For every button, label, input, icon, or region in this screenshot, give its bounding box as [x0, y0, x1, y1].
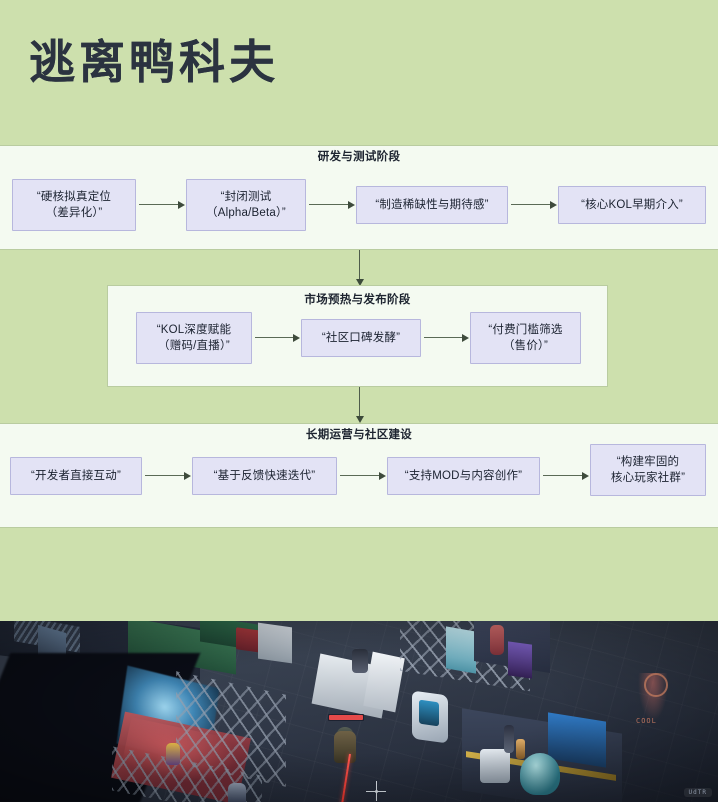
game-screenshot: COOL UdTR: [0, 621, 718, 802]
white-lab-equipment: [480, 749, 510, 783]
node-hardcore-positioning[interactable]: “硬核拟真定位 （差异化）”: [12, 179, 136, 231]
health-bar-fill: [329, 715, 363, 720]
section-2-container: 市场预热与发布阶段 “KOL深度赋能 （赠码/直播）” “社区口碑发酵” “付费…: [107, 285, 608, 387]
npc-character-left: [166, 743, 180, 765]
title-area: 逃离鸭科夫: [0, 0, 718, 145]
node-paywall-filter[interactable]: “付费门槛筛选 （售价）”: [470, 312, 581, 364]
node-community-word-of-mouth[interactable]: “社区口碑发酵”: [301, 319, 421, 357]
crosshair-center-dot: [375, 790, 378, 793]
watermark-badge: UdTR: [683, 788, 712, 797]
node-mod-support[interactable]: “支持MOD与内容创作”: [387, 457, 540, 495]
red-cylinder: [490, 625, 504, 655]
center-dark-object: [352, 649, 368, 673]
dark-cylinder: [504, 725, 514, 753]
section-3-label: 长期运营与社区建设: [305, 429, 413, 441]
arrow-section2-to-section3: [355, 387, 364, 423]
node-scarcity-anticipation[interactable]: “制造稀缺性与期待感”: [356, 186, 508, 224]
section-2-label: 市场预热与发布阶段: [304, 294, 411, 306]
node-core-community[interactable]: “构建牢固的 核心玩家社群”: [590, 444, 706, 496]
node-developer-interaction[interactable]: “开发者直接互动”: [10, 457, 142, 495]
arrow-s2-2: [424, 333, 469, 342]
cool-neon-ring: [644, 673, 668, 697]
node-fast-iteration[interactable]: “基于反馈快速迭代”: [192, 457, 337, 495]
cyan-tank: [520, 753, 560, 795]
npc-character-bottom: [228, 783, 246, 802]
node-core-kol-early[interactable]: “核心KOL早期介入”: [558, 186, 706, 224]
node-kol-empowerment[interactable]: “KOL深度赋能 （赠码/直播）”: [136, 312, 252, 364]
node-closed-beta[interactable]: “封闭测试 （Alpha/Beta）”: [186, 179, 306, 231]
cool-sign-text: COOL: [636, 717, 657, 725]
arrow-s2-1: [255, 333, 300, 342]
page-title: 逃离鸭科夫: [29, 35, 279, 89]
section-1-label: 研发与测试阶段: [317, 151, 401, 163]
amber-cylinder: [516, 739, 525, 759]
vignette-overlay: [0, 621, 718, 802]
arrow-section1-to-section2: [355, 250, 364, 286]
